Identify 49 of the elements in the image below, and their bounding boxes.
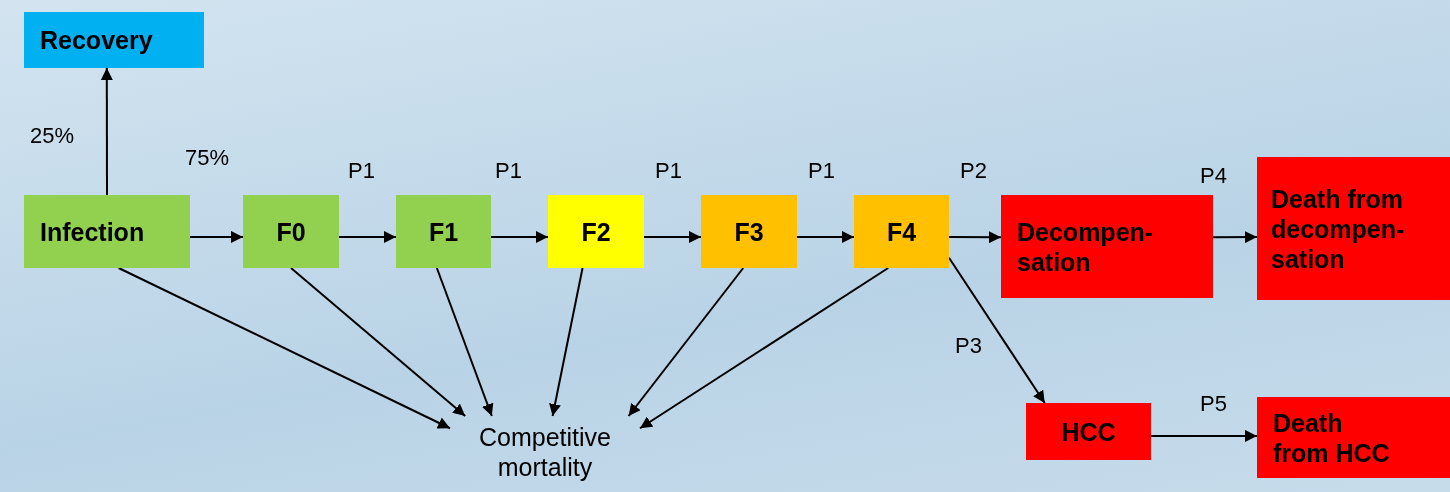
state-label: HCC — [1061, 416, 1116, 447]
state-box — [243, 195, 339, 268]
state-box — [24, 195, 190, 268]
arrow — [948, 231, 1002, 244]
state-box — [1257, 397, 1450, 478]
edge-label: P5 — [1200, 391, 1227, 417]
state-box — [548, 195, 644, 268]
arrow — [117, 267, 451, 430]
arrow — [290, 267, 467, 417]
state-label: F1 — [428, 216, 459, 247]
state-box — [24, 12, 204, 68]
arrow — [490, 231, 549, 243]
arrow — [796, 231, 855, 243]
arrow — [1150, 429, 1258, 442]
outcome-label: Competitive mortality — [450, 416, 640, 488]
state-label: Death from decompen- sation — [1271, 183, 1406, 274]
state-box — [854, 195, 949, 268]
edge-label: 25% — [30, 123, 75, 149]
arrow — [948, 256, 1046, 404]
edge-label: P1 — [495, 158, 522, 184]
arrow — [549, 267, 584, 417]
state-box — [1026, 403, 1151, 460]
edge-label: P1 — [655, 158, 682, 184]
state-label: Recovery — [40, 25, 153, 55]
edge-label: P1 — [348, 158, 375, 184]
state-label: Infection — [40, 216, 145, 247]
arrow — [189, 231, 244, 243]
state-box — [701, 195, 797, 268]
state-box — [1001, 195, 1213, 298]
state-label: F4 — [886, 216, 917, 247]
arrow — [100, 67, 113, 196]
arrow — [435, 267, 494, 417]
arrow — [1212, 231, 1258, 244]
state-label: Death from HCC — [1273, 407, 1391, 468]
state-label: F3 — [734, 216, 764, 247]
state-label: F0 — [276, 216, 306, 247]
state-label: Decompen- sation — [1017, 216, 1155, 277]
edge-label: P3 — [955, 333, 982, 359]
state-box — [1257, 157, 1450, 300]
edge-label: P2 — [960, 158, 987, 184]
arrow — [338, 231, 397, 243]
arrow — [627, 267, 745, 417]
edge-label: P4 — [1200, 163, 1227, 189]
arrow — [643, 231, 702, 243]
state-label: F2 — [581, 216, 611, 247]
edge-label: P1 — [808, 158, 835, 184]
state-box — [396, 195, 491, 268]
arrow — [639, 267, 890, 430]
edge-label: 75% — [185, 145, 230, 171]
